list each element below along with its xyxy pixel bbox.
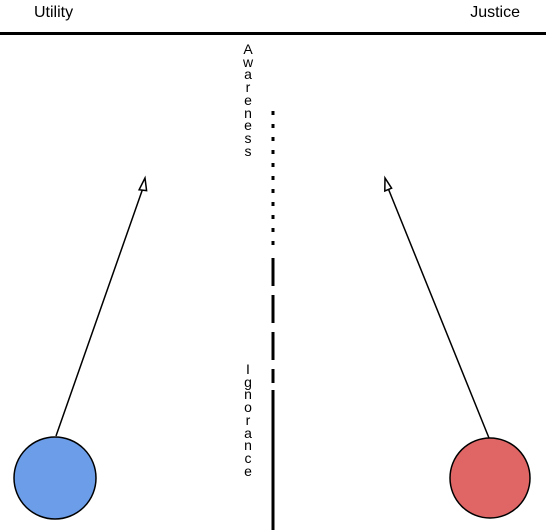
vertical-letter: s [244, 142, 252, 159]
vertical-letter: e [244, 91, 252, 108]
vertical-letter: n [244, 104, 252, 121]
vertical-letter: n [244, 437, 252, 454]
justice-label: Justice [470, 4, 520, 21]
right-arrowhead-icon [384, 175, 393, 193]
vertical-letter: I [246, 361, 250, 377]
right-arrow [384, 175, 490, 439]
vertical-letter: A [243, 41, 253, 57]
vertical-letter: a [244, 66, 252, 83]
vertical-letter: r [245, 79, 251, 96]
vertical-letter: e [244, 462, 252, 479]
vertical-letter: w [242, 53, 254, 70]
vertical-letter: e [244, 117, 252, 134]
justice-node [449, 437, 531, 519]
vertical-letter: c [244, 449, 252, 466]
vertical-letter: a [244, 424, 252, 441]
vertical-letter: r [245, 411, 251, 428]
utility-label: Utility [34, 4, 74, 21]
utility-node [13, 436, 97, 520]
vertical-letter: o [244, 399, 252, 416]
left-arrowhead-icon [137, 175, 148, 192]
vertical-letter: n [244, 386, 252, 403]
vertical-letter: s [244, 129, 252, 146]
header-divider [0, 32, 546, 35]
vertical-letter: g [244, 373, 252, 390]
left-arrow [55, 175, 148, 437]
